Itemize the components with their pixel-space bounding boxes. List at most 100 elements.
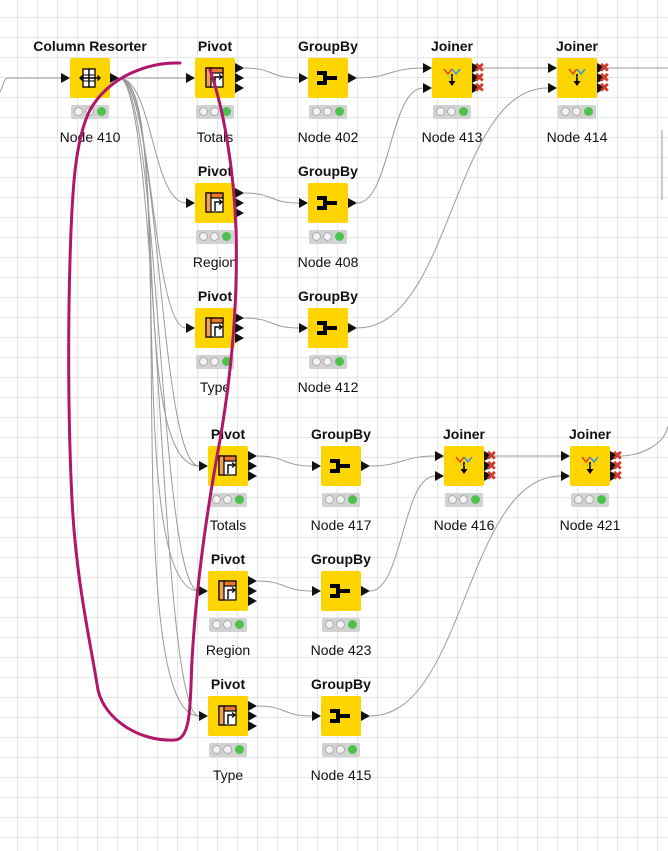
joiner-node-body[interactable] [557, 58, 597, 98]
output-port[interactable] [235, 73, 244, 83]
input-port[interactable] [299, 73, 308, 83]
status-light-off [199, 232, 208, 241]
joiner-node[interactable]: Joiner✖✖✖Node 416 [424, 426, 504, 546]
input-port[interactable] [61, 73, 70, 83]
column-resorter-node-body[interactable] [70, 58, 110, 98]
pivot-node-body[interactable] [208, 571, 248, 611]
input-port[interactable] [299, 323, 308, 333]
output-port[interactable] [248, 451, 257, 461]
output-port[interactable] [472, 63, 481, 73]
groupby-node-body[interactable] [308, 183, 348, 223]
pivot-node-body[interactable] [208, 446, 248, 486]
output-port[interactable] [348, 198, 357, 208]
input-port[interactable] [548, 83, 557, 93]
joiner-node[interactable]: Joiner✖✖✖Node 421 [550, 426, 630, 546]
pivot-node-body[interactable] [195, 308, 235, 348]
pivot-node-body[interactable] [208, 696, 248, 736]
input-port[interactable] [199, 461, 208, 471]
joiner-node[interactable]: Joiner✖✖✖Node 414 [537, 38, 617, 158]
output-port[interactable] [484, 451, 493, 461]
output-port[interactable] [472, 73, 481, 83]
input-port[interactable] [548, 63, 557, 73]
status-light-off [325, 745, 334, 754]
output-port[interactable] [235, 198, 244, 208]
groupby-node-body[interactable] [321, 446, 361, 486]
joiner-node[interactable]: Joiner✖✖✖Node 413 [412, 38, 492, 158]
pivot-node-body[interactable] [195, 183, 235, 223]
input-port[interactable] [199, 711, 208, 721]
input-port[interactable] [561, 451, 570, 461]
groupby-node-body[interactable] [308, 58, 348, 98]
output-port[interactable] [610, 461, 619, 471]
output-port[interactable] [235, 208, 244, 218]
output-port[interactable] [472, 83, 481, 93]
status-light-off [448, 495, 457, 504]
input-port[interactable] [299, 198, 308, 208]
pivot-node-body[interactable] [195, 58, 235, 98]
joiner-node-body[interactable] [444, 446, 484, 486]
input-port[interactable] [561, 471, 570, 481]
output-port[interactable] [484, 461, 493, 471]
output-port[interactable] [248, 471, 257, 481]
output-port[interactable] [248, 711, 257, 721]
node-title: GroupBy [298, 288, 358, 304]
status-light-off [312, 232, 321, 241]
output-port[interactable] [610, 451, 619, 461]
output-port[interactable] [235, 63, 244, 73]
output-port[interactable] [361, 586, 370, 596]
input-port[interactable] [186, 73, 195, 83]
output-port[interactable] [248, 586, 257, 596]
output-port[interactable] [348, 323, 357, 333]
output-port[interactable] [235, 323, 244, 333]
output-port[interactable] [248, 576, 257, 586]
output-port[interactable] [484, 471, 493, 481]
input-port[interactable] [312, 711, 321, 721]
input-port[interactable] [312, 461, 321, 471]
output-port[interactable] [610, 471, 619, 481]
input-port[interactable] [435, 471, 444, 481]
input-port[interactable] [199, 586, 208, 596]
output-port[interactable] [248, 461, 257, 471]
output-port[interactable] [597, 83, 606, 93]
input-port[interactable] [423, 63, 432, 73]
input-port[interactable] [435, 451, 444, 461]
output-port[interactable] [361, 711, 370, 721]
output-port[interactable] [235, 188, 244, 198]
output-port[interactable] [248, 701, 257, 711]
joiner-node-body[interactable] [570, 446, 610, 486]
input-port[interactable] [186, 323, 195, 333]
output-port[interactable] [110, 73, 119, 83]
output-port[interactable] [348, 73, 357, 83]
groupby-node-body[interactable] [321, 696, 361, 736]
groupby-node-body[interactable] [308, 308, 348, 348]
status-light-off [336, 495, 345, 504]
output-port[interactable] [248, 596, 257, 606]
groupby-node-body[interactable] [321, 571, 361, 611]
input-port[interactable] [423, 83, 432, 93]
output-port[interactable] [248, 721, 257, 731]
output-port[interactable] [235, 333, 244, 343]
output-port[interactable] [235, 83, 244, 93]
output-port[interactable] [361, 461, 370, 471]
joiner-node-body[interactable] [432, 58, 472, 98]
output-port[interactable] [597, 63, 606, 73]
output-port[interactable] [235, 313, 244, 323]
output-port[interactable] [597, 73, 606, 83]
status-traffic-light [209, 493, 247, 507]
input-port[interactable] [186, 198, 195, 208]
input-port[interactable] [312, 586, 321, 596]
status-light-green [235, 495, 244, 504]
